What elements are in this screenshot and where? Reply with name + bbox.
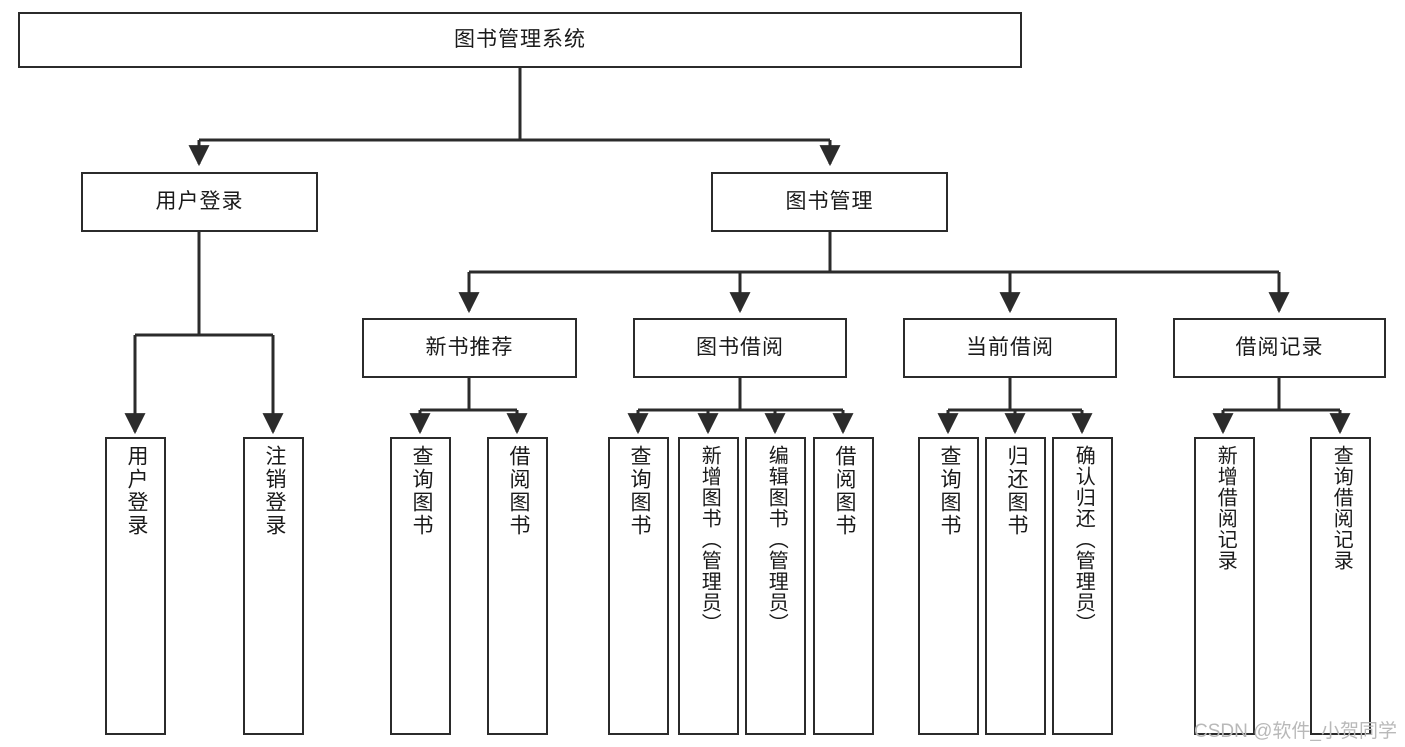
node-book-borrow[interactable]: 图书借阅 — [633, 318, 847, 378]
leaf-add-borrow-record[interactable]: 新增借阅记录 — [1194, 437, 1255, 735]
leaf-query-borrow-record[interactable]: 查询借阅记录 — [1310, 437, 1371, 735]
node-new-book-recommend[interactable]: 新书推荐 — [362, 318, 577, 378]
node-root-label: 图书管理系统 — [454, 28, 586, 52]
node-user-login[interactable]: 用户登录 — [81, 172, 318, 232]
leaf-borrow-books-label: 借阅图书 — [832, 445, 856, 537]
leaf-borrow-books[interactable]: 借阅图书 — [813, 437, 874, 735]
leaf-logout-label: 注销登录 — [262, 445, 286, 537]
node-new-book-recommend-label: 新书推荐 — [425, 336, 514, 360]
leaf-query-books-recommend[interactable]: 查询图书 — [390, 437, 451, 735]
leaf-query-books-borrow[interactable]: 查询图书 — [608, 437, 669, 735]
leaf-return-books-label: 归还图书 — [1004, 445, 1028, 537]
leaf-user-login-label: 用户登录 — [124, 445, 148, 537]
leaf-query-borrow-record-label: 查询借阅记录 — [1330, 445, 1353, 571]
node-current-borrow[interactable]: 当前借阅 — [903, 318, 1117, 378]
leaf-add-book-admin[interactable]: 新增图书（管理员） — [678, 437, 739, 735]
leaf-user-login[interactable]: 用户登录 — [105, 437, 166, 735]
leaf-confirm-return-admin[interactable]: 确认归还（管理员） — [1052, 437, 1113, 735]
watermark: CSDN @软件_小贺同学 — [1194, 721, 1397, 742]
leaf-query-books-borrow-label: 查询图书 — [627, 445, 651, 537]
leaf-return-books[interactable]: 归还图书 — [985, 437, 1046, 735]
leaf-add-book-admin-label: 新增图书（管理员） — [698, 445, 721, 634]
node-borrow-records-label: 借阅记录 — [1235, 336, 1324, 360]
leaf-borrow-books-recommend[interactable]: 借阅图书 — [487, 437, 548, 735]
leaf-query-books-current[interactable]: 查询图书 — [918, 437, 979, 735]
leaf-edit-book-admin[interactable]: 编辑图书（管理员） — [745, 437, 806, 735]
leaf-query-books-current-label: 查询图书 — [937, 445, 961, 537]
node-current-borrow-label: 当前借阅 — [966, 336, 1054, 360]
leaf-add-borrow-record-label: 新增借阅记录 — [1214, 445, 1237, 571]
node-book-management-label: 图书管理 — [785, 190, 874, 214]
node-borrow-records[interactable]: 借阅记录 — [1173, 318, 1386, 378]
node-book-borrow-label: 图书借阅 — [696, 336, 784, 360]
leaf-query-books-recommend-label: 查询图书 — [409, 445, 433, 537]
leaf-logout[interactable]: 注销登录 — [243, 437, 304, 735]
leaf-edit-book-admin-label: 编辑图书（管理员） — [765, 445, 788, 634]
leaf-confirm-return-admin-label: 确认归还（管理员） — [1072, 445, 1095, 634]
node-book-management[interactable]: 图书管理 — [711, 172, 948, 232]
node-user-login-label: 用户登录 — [155, 190, 244, 214]
node-root[interactable]: 图书管理系统 — [18, 12, 1022, 68]
leaf-borrow-books-recommend-label: 借阅图书 — [506, 445, 530, 537]
